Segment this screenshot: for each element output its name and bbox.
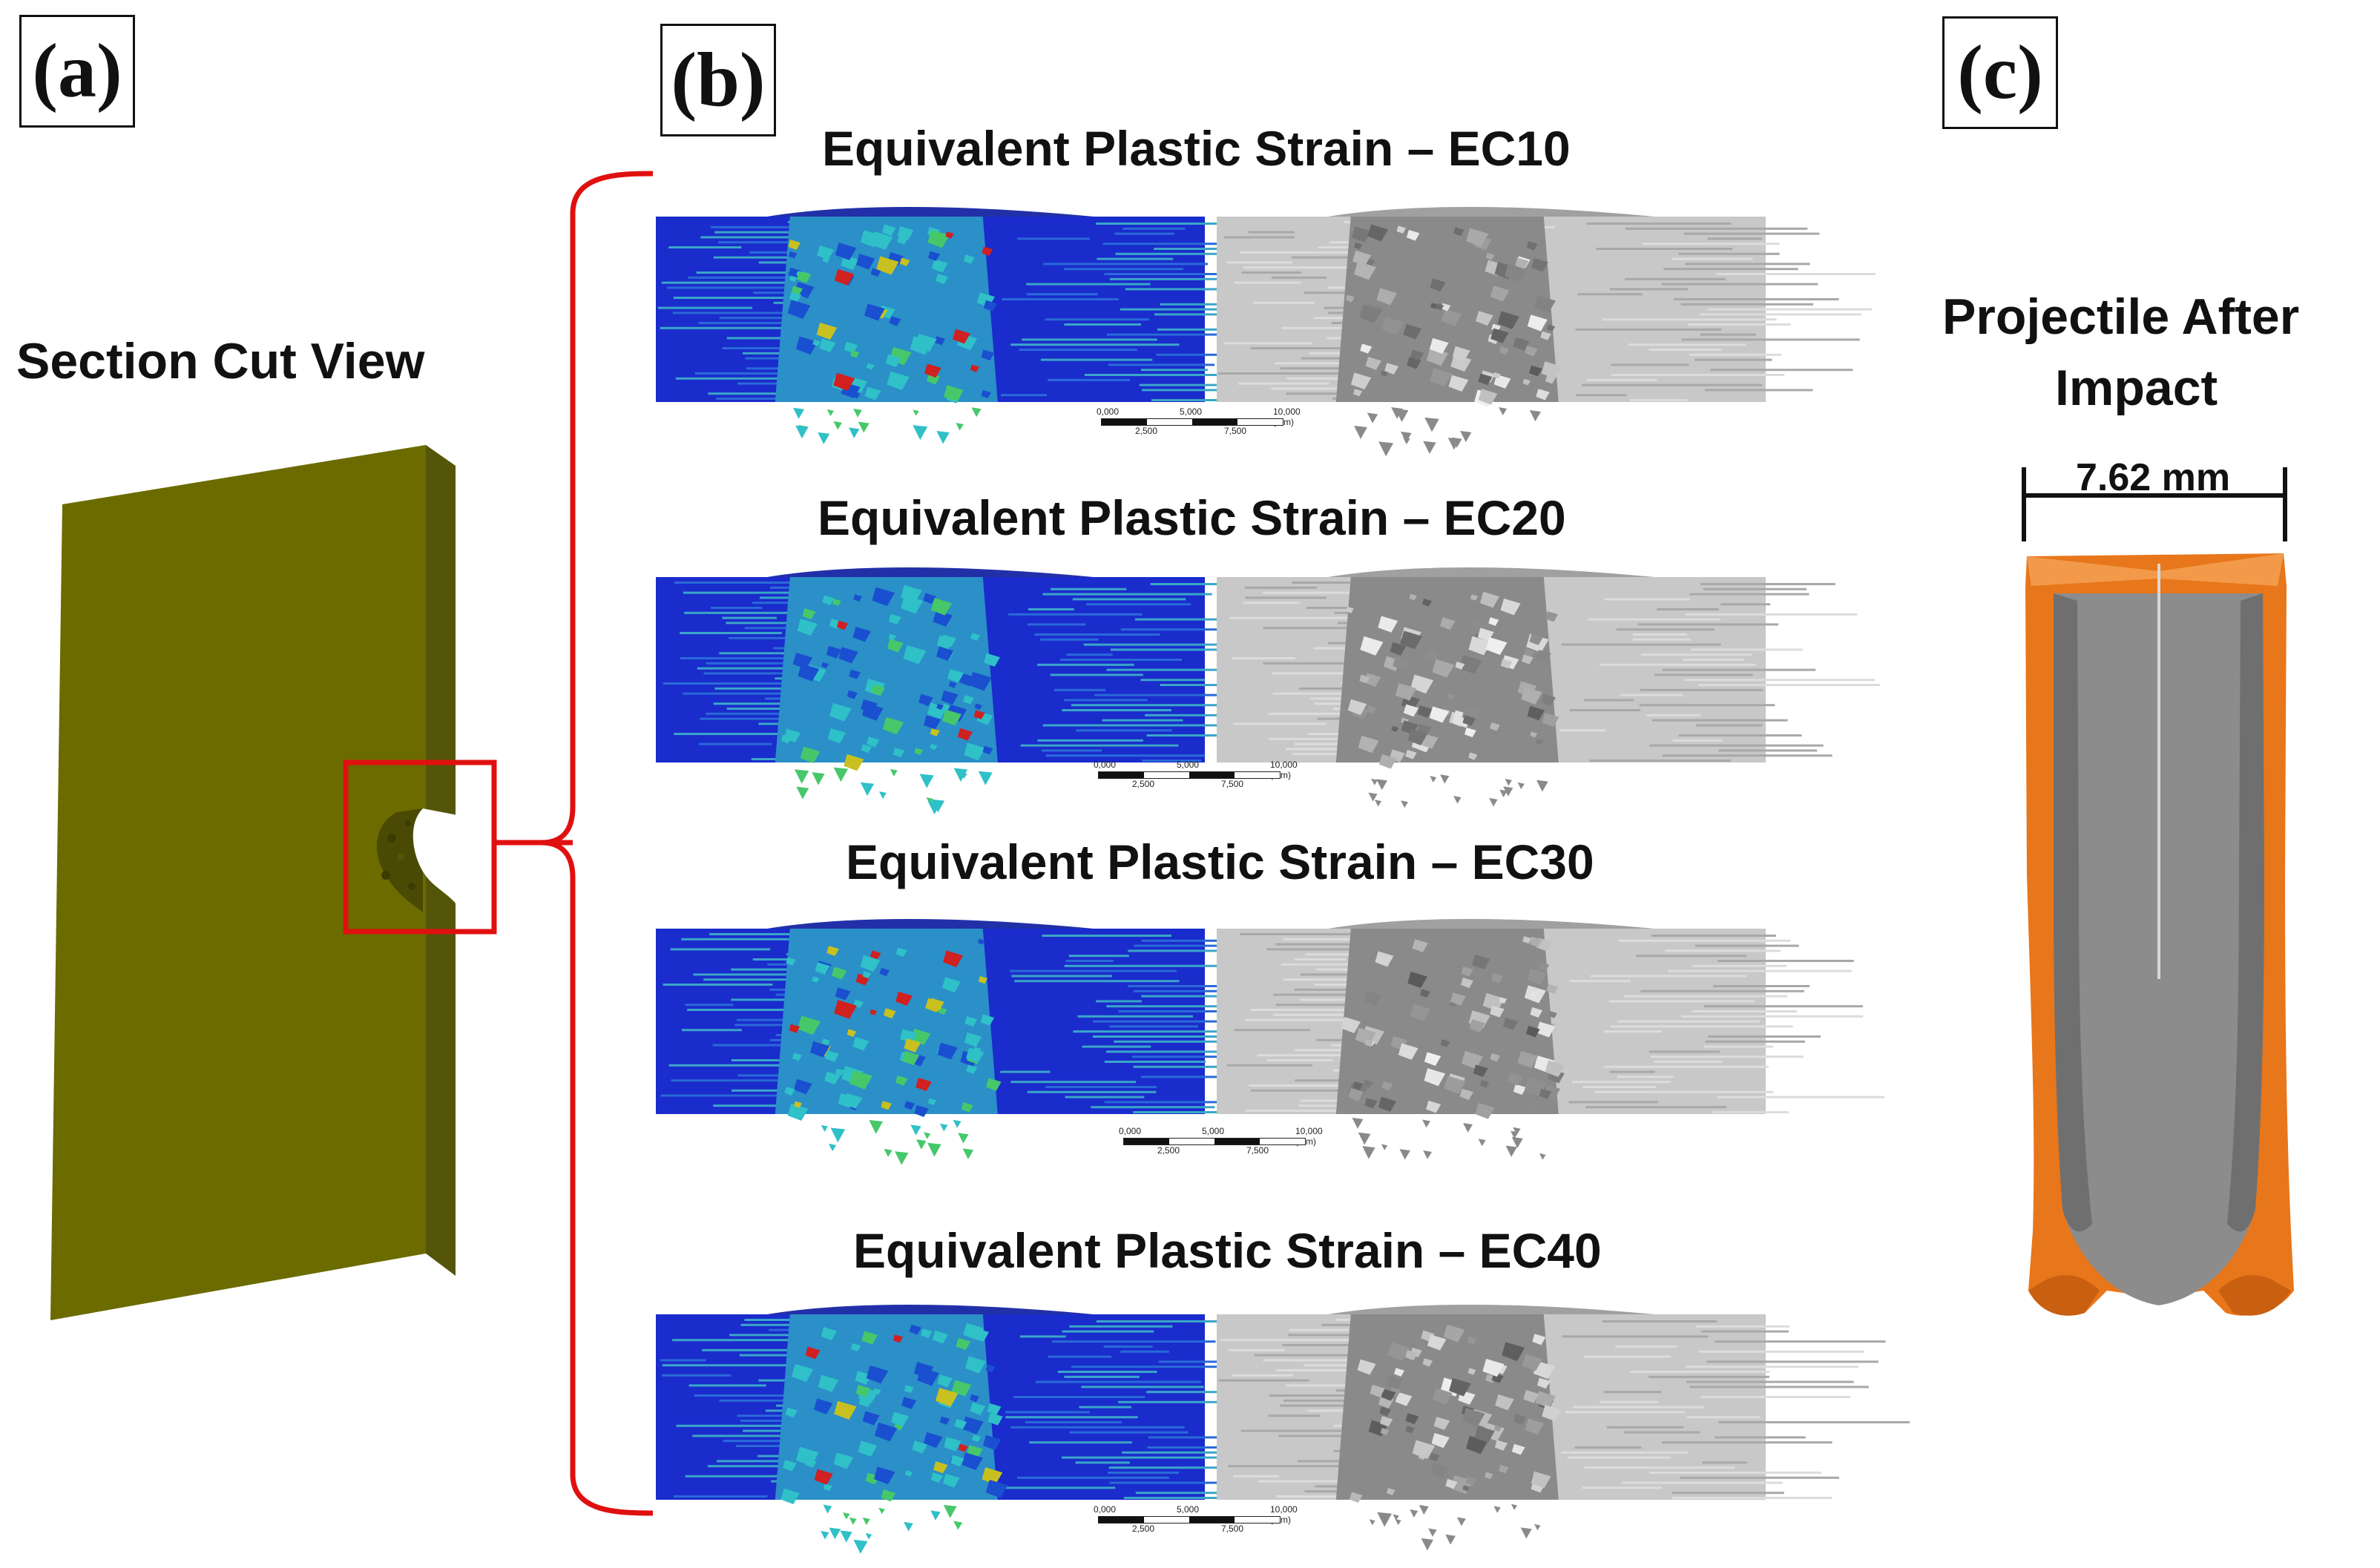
panel-a-label: (a) (19, 15, 135, 128)
grey-mesh-view (1217, 207, 1876, 457)
ec30-simulation (656, 912, 1885, 1179)
projectile-diameter-label: 7.62 mm (2076, 456, 2231, 499)
ec20-simulation (656, 561, 1881, 815)
diameter-dimension-line (2022, 467, 2287, 541)
section-cut-heading: Section Cut View (16, 333, 425, 389)
ec20-title: Equivalent Plastic Strain – EC20 (818, 490, 1566, 545)
zoom-highlight-box (343, 760, 497, 935)
strain-contour-view (656, 567, 1315, 815)
ec10-scale-bar: 0,000 5,000 10,000 (mm) 2,500 7,500 (1097, 406, 1301, 436)
ec40-simulation (656, 1298, 1910, 1558)
impact-crater (377, 808, 461, 912)
ec40-title: Equivalent Plastic Strain – EC40 (853, 1223, 1602, 1278)
zoom-bracket (504, 171, 654, 1516)
ec10-title: Equivalent Plastic Strain – EC10 (822, 121, 1571, 176)
ec30-scale-bar: 0,000 5,000 10,000 (mm) 2,500 7,500 (1119, 1126, 1323, 1156)
grey-mesh-view (1217, 919, 1885, 1160)
ec40-scale-bar: 0,000 5,000 10,000 (mm) 2,500 7,500 (1094, 1504, 1298, 1534)
ec20-scale-bar: 0,000 5,000 10,000 (mm) 2,500 7,500 (1094, 760, 1298, 789)
panel-c-label: (c) (1942, 16, 2058, 129)
section-cut-plate (50, 445, 512, 1320)
projectile-after-impact (2022, 467, 2294, 1316)
strain-contour-view (656, 919, 1303, 1165)
ec10-simulation (656, 200, 1876, 457)
strain-contour-view (656, 1305, 1302, 1554)
projectile-heading-line1: Projectile After (1942, 289, 2300, 345)
panel-b-label: (b) (660, 24, 776, 136)
strain-contour-view (656, 207, 1347, 444)
grey-mesh-view (1217, 1305, 1910, 1551)
grey-mesh-view (1217, 567, 1881, 808)
projectile-heading-line2: Impact (2055, 360, 2218, 416)
ec30-title: Equivalent Plastic Strain – EC30 (846, 834, 1594, 889)
